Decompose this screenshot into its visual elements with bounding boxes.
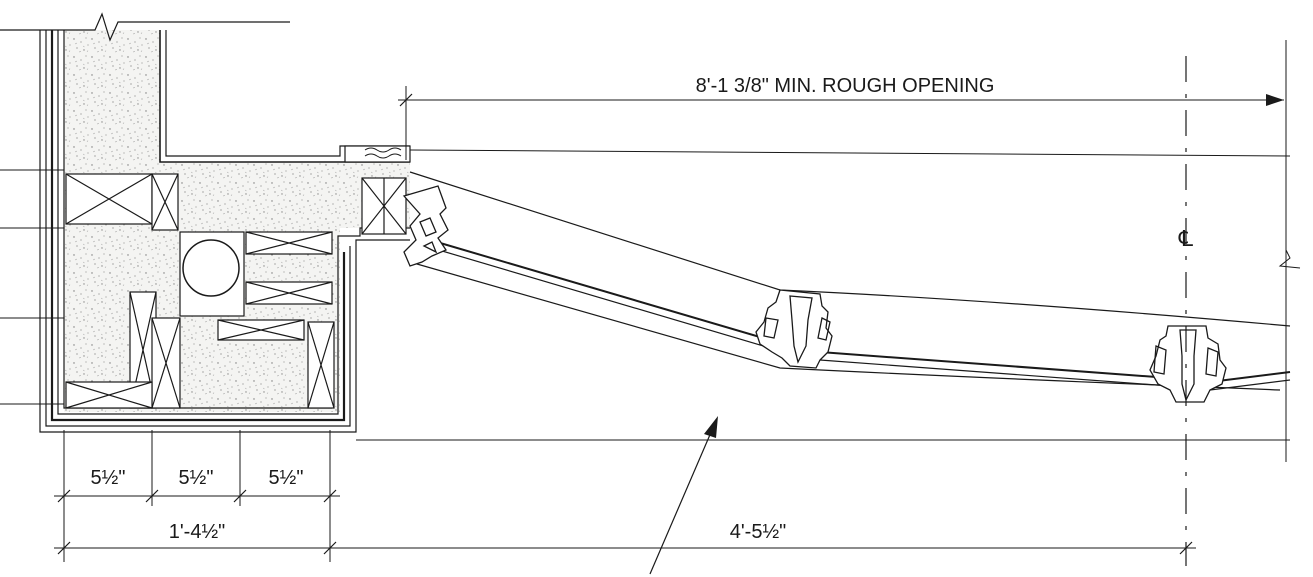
centerline-symbol: ℄: [1178, 226, 1194, 251]
window-jamb-left: [402, 185, 449, 267]
block-10: [65, 381, 153, 409]
framing-blocks: [65, 173, 407, 409]
window-mullion-2: [1149, 325, 1227, 403]
bay-window-unit: [409, 171, 1291, 391]
head-trim: [344, 145, 411, 163]
dim-right: 4'-5½": [730, 521, 787, 543]
rough-opening-dimension: 8'-1 3/8" MIN. ROUGH OPENING: [398, 75, 1284, 160]
block-8: [217, 319, 305, 341]
steel-post: [179, 231, 245, 317]
block-4: [245, 231, 333, 255]
dim-b: 5½": [179, 467, 214, 489]
dim-a: 5½": [91, 467, 126, 489]
block-5: [245, 281, 333, 305]
extension-line-top: [409, 149, 1291, 157]
block-1: [65, 173, 153, 225]
window-mullion-1: [755, 289, 833, 369]
block-2: [151, 173, 179, 231]
dim-total-left: 1'-4½": [169, 521, 226, 543]
block-9: [307, 321, 335, 409]
bottom-dimensions: 5½" 5½" 5½" 1'-4½" 4'-5½": [54, 430, 1196, 562]
rough-opening-label: 8'-1 3/8" MIN. ROUGH OPENING: [696, 75, 995, 97]
centerline: ℄: [1178, 56, 1194, 566]
block-3: [361, 177, 407, 235]
right-break-line: [1278, 249, 1301, 269]
wall-assembly: [0, 12, 410, 433]
leader-arrow: [649, 416, 718, 575]
block-7: [151, 317, 181, 409]
dim-c: 5½": [269, 467, 304, 489]
